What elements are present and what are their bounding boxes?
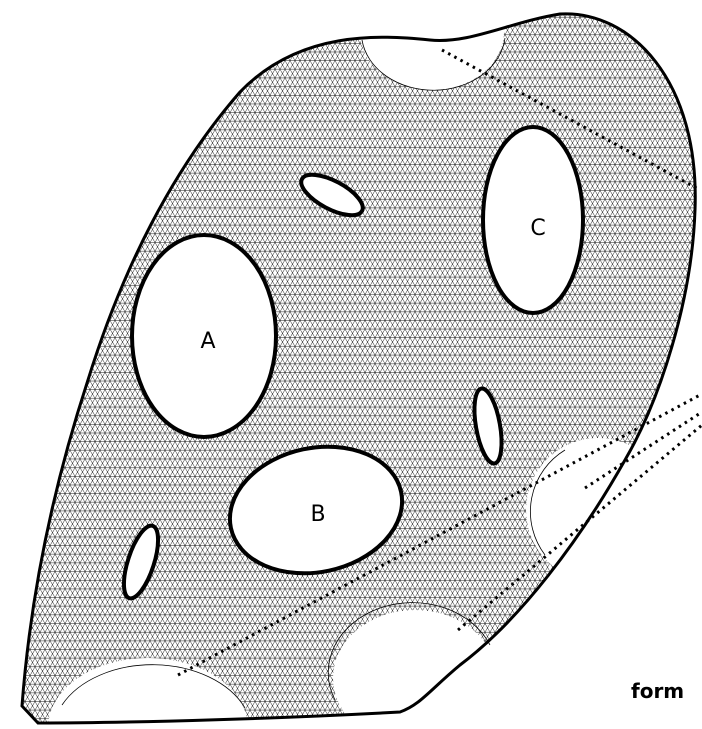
hole-b-label: B [310, 502, 325, 527]
hole-c-label: C [530, 216, 545, 241]
hole-a-label: A [200, 329, 215, 354]
corner-caption: form [631, 679, 684, 703]
